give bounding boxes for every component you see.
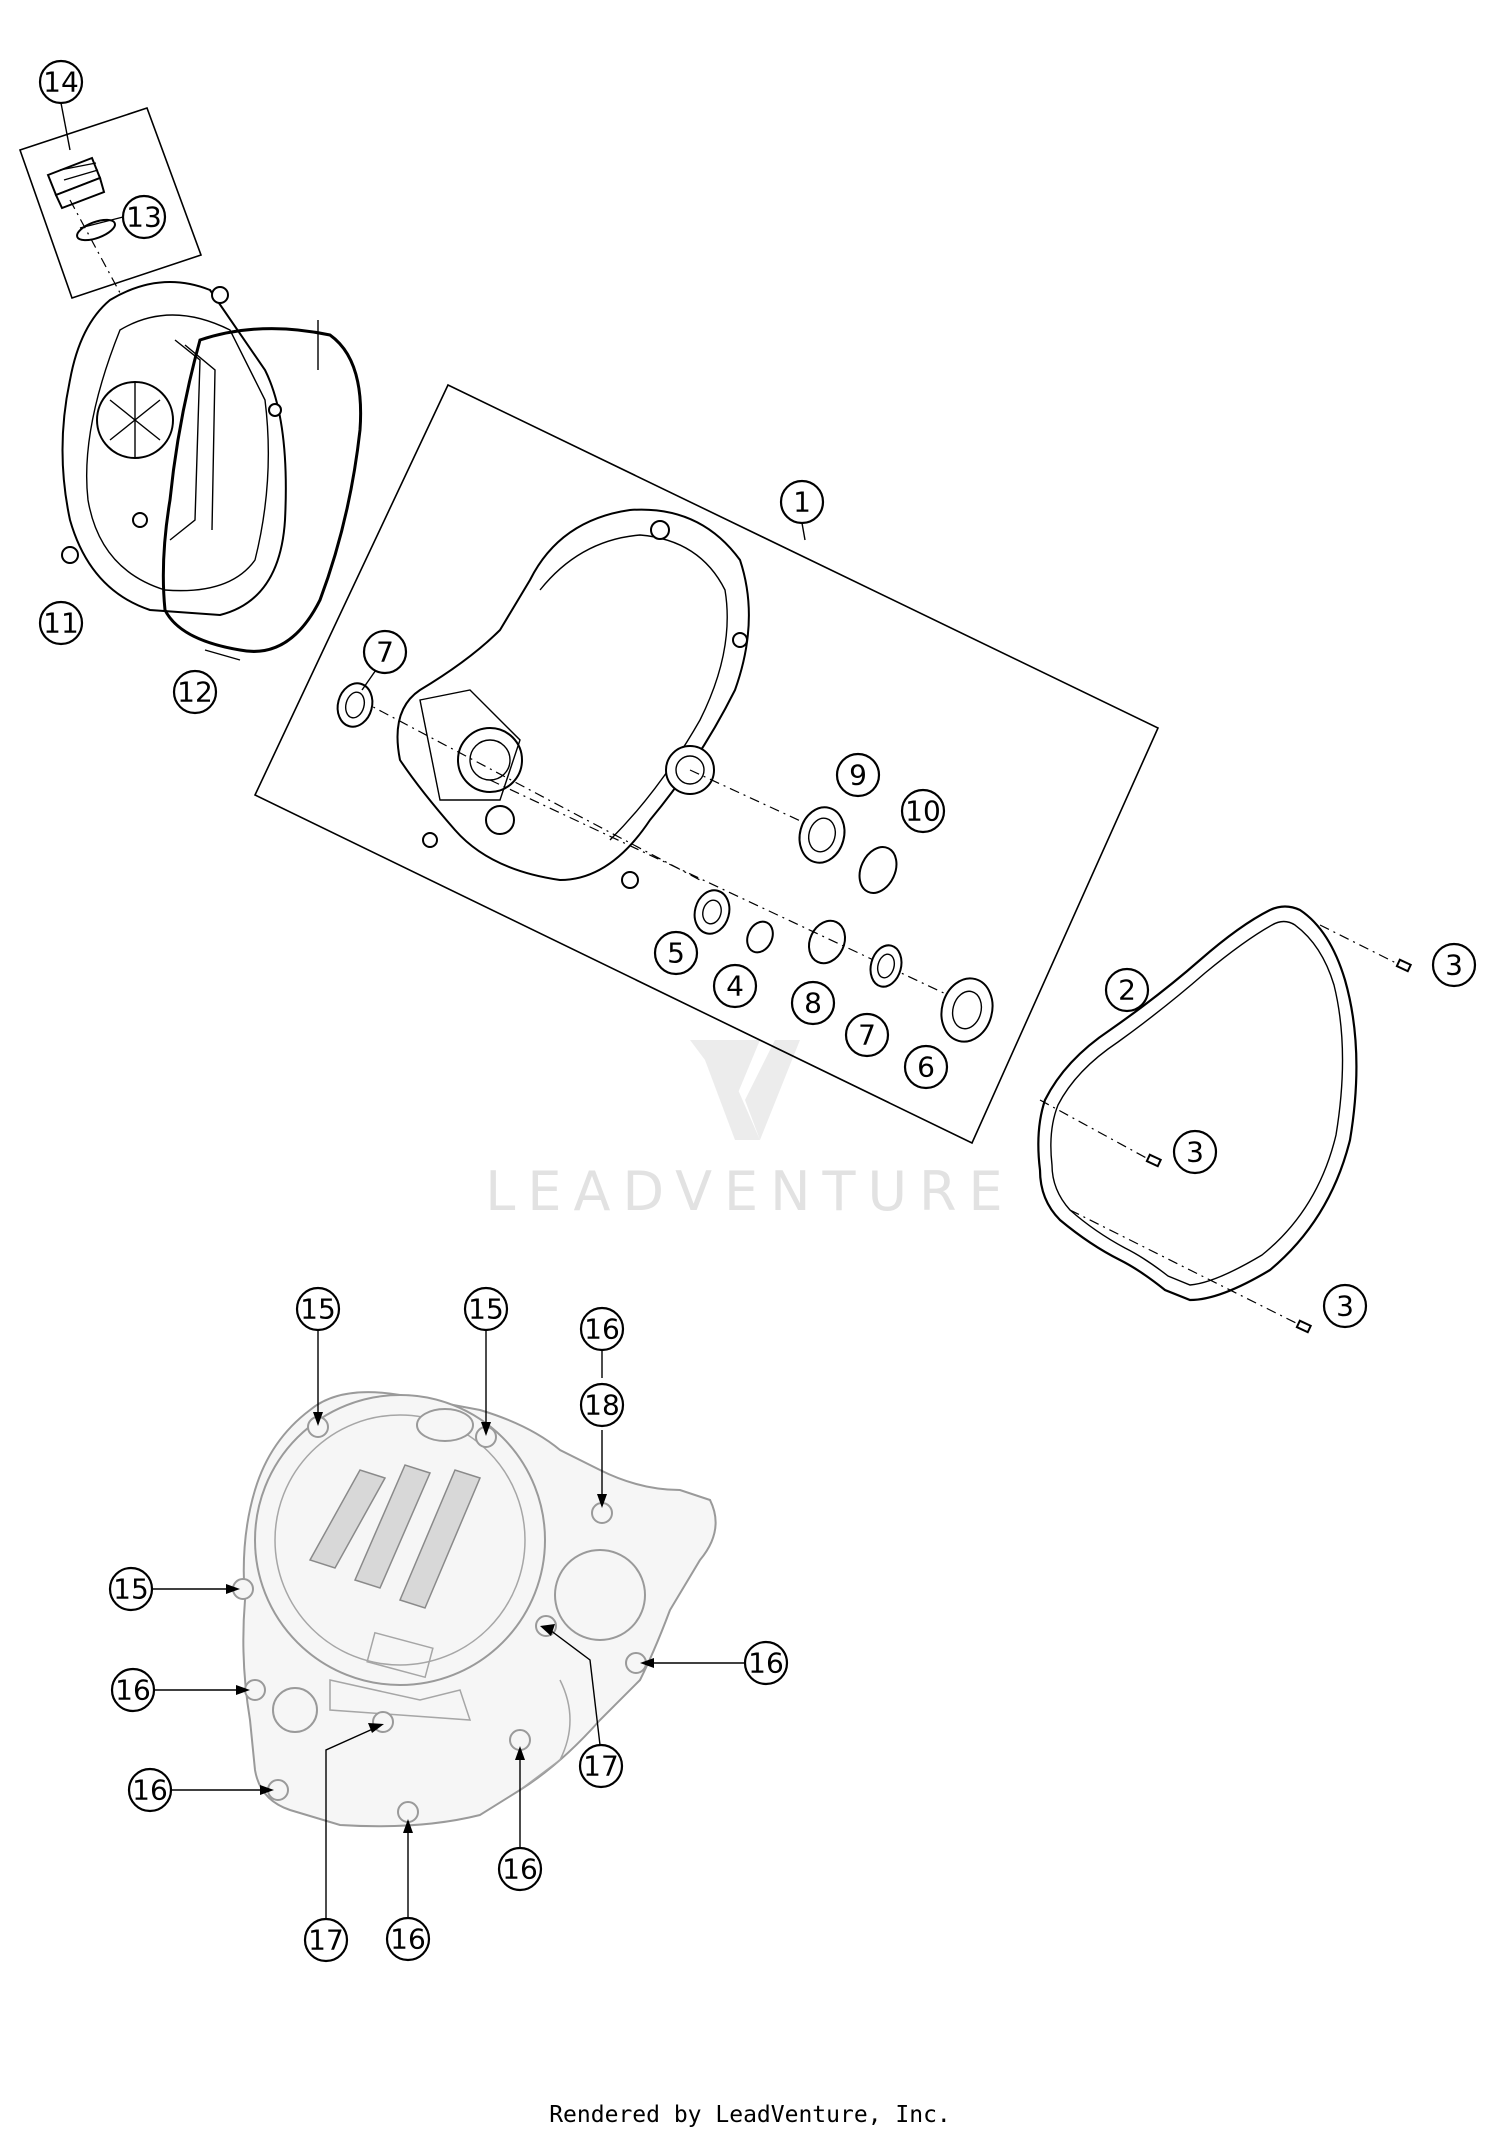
callout-17-left: 17 xyxy=(303,1917,349,1963)
svg-text:10: 10 xyxy=(905,795,941,828)
shaft-seal-upper xyxy=(336,682,374,728)
circlip-8 xyxy=(808,919,846,965)
svg-text:6: 6 xyxy=(917,1051,935,1084)
svg-text:9: 9 xyxy=(849,759,867,792)
callout-11: 11 xyxy=(38,600,84,646)
dowel-pin-upper xyxy=(1319,924,1413,973)
svg-text:1: 1 xyxy=(793,486,811,519)
svg-text:16: 16 xyxy=(748,1647,784,1680)
bearing-6 xyxy=(940,977,994,1043)
callout-15-left: 15 xyxy=(108,1566,154,1612)
svg-text:17: 17 xyxy=(583,1750,619,1783)
svg-text:16: 16 xyxy=(132,1774,168,1807)
svg-text:5: 5 xyxy=(667,937,685,970)
svg-text:2: 2 xyxy=(1118,974,1136,1007)
callout-3-upper: 3 xyxy=(1431,942,1477,988)
svg-text:16: 16 xyxy=(502,1853,538,1886)
inner-cover-gasket-inner-edge xyxy=(1050,920,1344,1286)
svg-text:11: 11 xyxy=(43,607,79,640)
svg-text:8: 8 xyxy=(804,987,822,1020)
callout-16-right: 16 xyxy=(743,1640,789,1686)
callout-13: 13 xyxy=(121,194,167,240)
svg-text:7: 7 xyxy=(858,1019,876,1052)
svg-text:16: 16 xyxy=(390,1923,426,1956)
callout-17-right: 17 xyxy=(578,1743,624,1789)
callout-18: 18 xyxy=(579,1382,625,1428)
oil-filler-cap xyxy=(46,156,106,210)
callout-16-bottom: 16 xyxy=(385,1916,431,1962)
kit-box xyxy=(253,383,1160,1145)
bearing-9 xyxy=(798,806,846,864)
svg-text:17: 17 xyxy=(308,1924,344,1957)
footer-credit: Rendered by LeadVenture, Inc. xyxy=(549,2102,951,2128)
svg-text:15: 15 xyxy=(468,1293,504,1326)
svg-text:3: 3 xyxy=(1186,1136,1204,1169)
callout-16-left-lower: 16 xyxy=(127,1767,173,1813)
svg-text:3: 3 xyxy=(1336,1290,1354,1323)
svg-text:3: 3 xyxy=(1445,949,1463,982)
leader-lines xyxy=(60,102,806,1920)
cap-axis-line xyxy=(69,199,141,331)
callout-15-left-top: 15 xyxy=(295,1286,341,1332)
callout-4: 4 xyxy=(712,963,758,1009)
callout-12: 12 xyxy=(172,669,218,715)
svg-text:14: 14 xyxy=(43,66,79,99)
callout-8: 8 xyxy=(790,980,836,1026)
cap-o-ring xyxy=(76,218,116,242)
cap-detail-box xyxy=(18,106,203,300)
outer-clutch-cover xyxy=(232,1391,717,1828)
svg-text:7: 7 xyxy=(376,636,394,669)
callout-1: 1 xyxy=(779,479,825,525)
shaft-seal-lower xyxy=(869,944,903,988)
callout-14: 14 xyxy=(38,59,84,105)
callout-15-right-top: 15 xyxy=(463,1286,509,1332)
dowel-pin-lower xyxy=(1069,1209,1313,1334)
svg-text:15: 15 xyxy=(113,1573,149,1606)
watermark-brand-text: LEADVENTURE xyxy=(485,1160,1014,1223)
inner-cover-gasket xyxy=(1037,905,1358,1302)
watermark-logo xyxy=(690,1040,800,1140)
circlip-10 xyxy=(858,846,898,894)
kit-axis-line-2 xyxy=(489,779,981,1011)
watermark: LEADVENTURE xyxy=(485,1040,1014,1223)
dowel-pin-middle xyxy=(1039,1099,1163,1168)
inner-clutch-cover xyxy=(396,508,750,889)
clutch-cover xyxy=(61,281,287,617)
svg-text:13: 13 xyxy=(126,201,162,234)
callout-5: 5 xyxy=(653,930,699,976)
svg-text:15: 15 xyxy=(300,1293,336,1326)
svg-text:18: 18 xyxy=(584,1389,620,1422)
callout-16-left-upper: 16 xyxy=(110,1667,156,1713)
callout-2: 2 xyxy=(1104,967,1150,1013)
seal-5 xyxy=(693,889,731,935)
circlip-4 xyxy=(746,920,774,954)
kit-axis-line-3 xyxy=(689,769,821,831)
callout-6: 6 xyxy=(903,1044,949,1090)
svg-text:4: 4 xyxy=(726,970,744,1003)
callout-16-top: 16 xyxy=(579,1306,625,1352)
clutch-cover-gasket xyxy=(161,327,363,653)
callout-9: 9 xyxy=(835,752,881,798)
callout-3-lower: 3 xyxy=(1322,1283,1368,1329)
svg-text:16: 16 xyxy=(115,1674,151,1707)
kit-axis-line-1 xyxy=(359,699,701,881)
svg-text:16: 16 xyxy=(584,1313,620,1346)
callout-10: 10 xyxy=(900,788,946,834)
callout-16-bottom-right: 16 xyxy=(497,1846,543,1892)
callout-7-upper: 7 xyxy=(362,629,408,675)
callout-7-lower: 7 xyxy=(844,1012,890,1058)
svg-text:12: 12 xyxy=(177,676,213,709)
callout-3-middle: 3 xyxy=(1172,1129,1218,1175)
